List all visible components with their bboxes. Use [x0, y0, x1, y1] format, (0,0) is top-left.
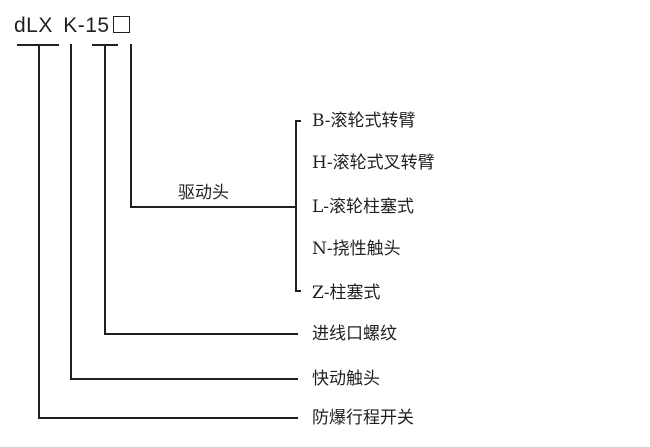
label-contact: 快动触头 [312, 369, 380, 389]
label-thread: 进线口螺纹 [312, 324, 397, 344]
bracket-vertical [295, 120, 297, 291]
line-15-horizontal [104, 333, 298, 335]
drive-head-title: 驱动头 [178, 183, 229, 203]
line-k-horizontal [70, 378, 298, 380]
line-dlx-vertical [38, 44, 40, 417]
line-box-vertical [130, 44, 132, 207]
label-switch: 防爆行程开关 [312, 408, 414, 428]
line-15-vertical [104, 44, 106, 333]
line-box-horizontal [130, 206, 296, 208]
placeholder-box [112, 16, 130, 33]
line-dlx-horizontal [38, 417, 298, 419]
option-n: N-挠性触头 [312, 239, 401, 259]
line-k-vertical [70, 44, 72, 379]
option-l: L-滚轮柱塞式 [312, 197, 415, 217]
bracket-bottom [295, 290, 301, 292]
option-b: B-滚轮式转臂 [312, 111, 416, 131]
option-h: H-滚轮式叉转臂 [312, 153, 435, 173]
model-series: K-15 [63, 14, 110, 37]
model-code: dLX K-15 [14, 14, 130, 38]
bracket-top [295, 120, 301, 122]
model-prefix: dLX [14, 14, 53, 37]
option-z: Z-柱塞式 [312, 283, 381, 303]
